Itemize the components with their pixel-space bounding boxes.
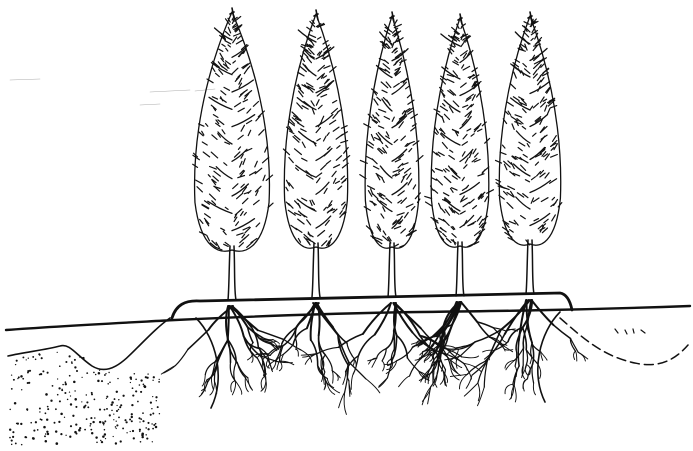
foliage: [193, 16, 273, 250]
tree-trunk: [388, 243, 396, 297]
tree-trunk: [228, 246, 236, 300]
foliage: [496, 19, 562, 245]
tree-crown: [284, 14, 347, 248]
tree-trunk: [526, 240, 534, 294]
cypress-tree: [496, 12, 562, 294]
left-soil-mound: [8, 318, 170, 445]
cypress-tree: [425, 14, 494, 296]
foliage: [360, 20, 423, 247]
ground-line: [6, 293, 690, 330]
foliage: [425, 24, 494, 247]
tree-crown: [365, 16, 419, 248]
tree-trunk: [312, 243, 320, 297]
tree-crown: [431, 18, 489, 247]
cypress-tree: [360, 12, 423, 297]
root-system: [161, 300, 588, 414]
tree-trunk: [456, 242, 464, 296]
foliage: [283, 20, 349, 246]
soil-stipple-left: [9, 352, 160, 446]
scan-noise: [10, 79, 215, 105]
cypress-tree: [193, 8, 273, 300]
tree-row: [193, 8, 562, 300]
right-soil-mound: [560, 318, 688, 365]
cypress-tree: [283, 10, 349, 297]
tree-crown: [499, 16, 560, 245]
